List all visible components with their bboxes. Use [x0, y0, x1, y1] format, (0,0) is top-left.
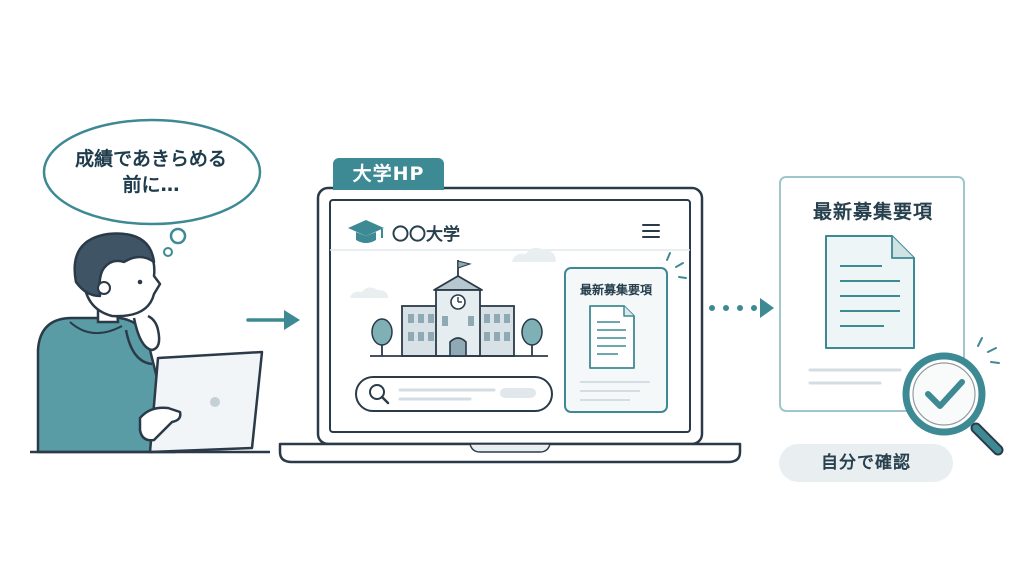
speech-bubble-line-2: 前に… — [122, 174, 180, 196]
tree-icon — [371, 318, 543, 356]
search-icon — [369, 384, 390, 405]
confirm-label-pill: 自分で確認 — [779, 444, 953, 482]
announcement-card-title: 最新募集要項 — [579, 283, 652, 297]
dotted-arrow-icon — [709, 298, 774, 318]
speech-bubble-line-1: 成績であきらめる — [75, 148, 227, 170]
cloud-icon — [350, 247, 556, 298]
school-building-illustration — [370, 260, 548, 357]
document-title: 最新募集要項 — [812, 201, 933, 223]
sparkle-icon — [666, 252, 687, 279]
graduation-cap-icon — [348, 220, 384, 243]
person-illustration — [30, 232, 270, 454]
speech-bubble — [42, 118, 262, 257]
search-bar — [355, 376, 553, 412]
announcement-card — [564, 267, 668, 413]
sparkle-icon — [977, 337, 1000, 364]
arrow-right-icon — [246, 310, 300, 330]
document-card — [779, 176, 965, 412]
website-label-tab: 大学HP — [333, 158, 444, 190]
hamburger-menu-icon — [642, 224, 660, 238]
university-site-name: 〇〇大学 — [392, 225, 460, 245]
magnifier-check-icon — [902, 352, 1004, 456]
